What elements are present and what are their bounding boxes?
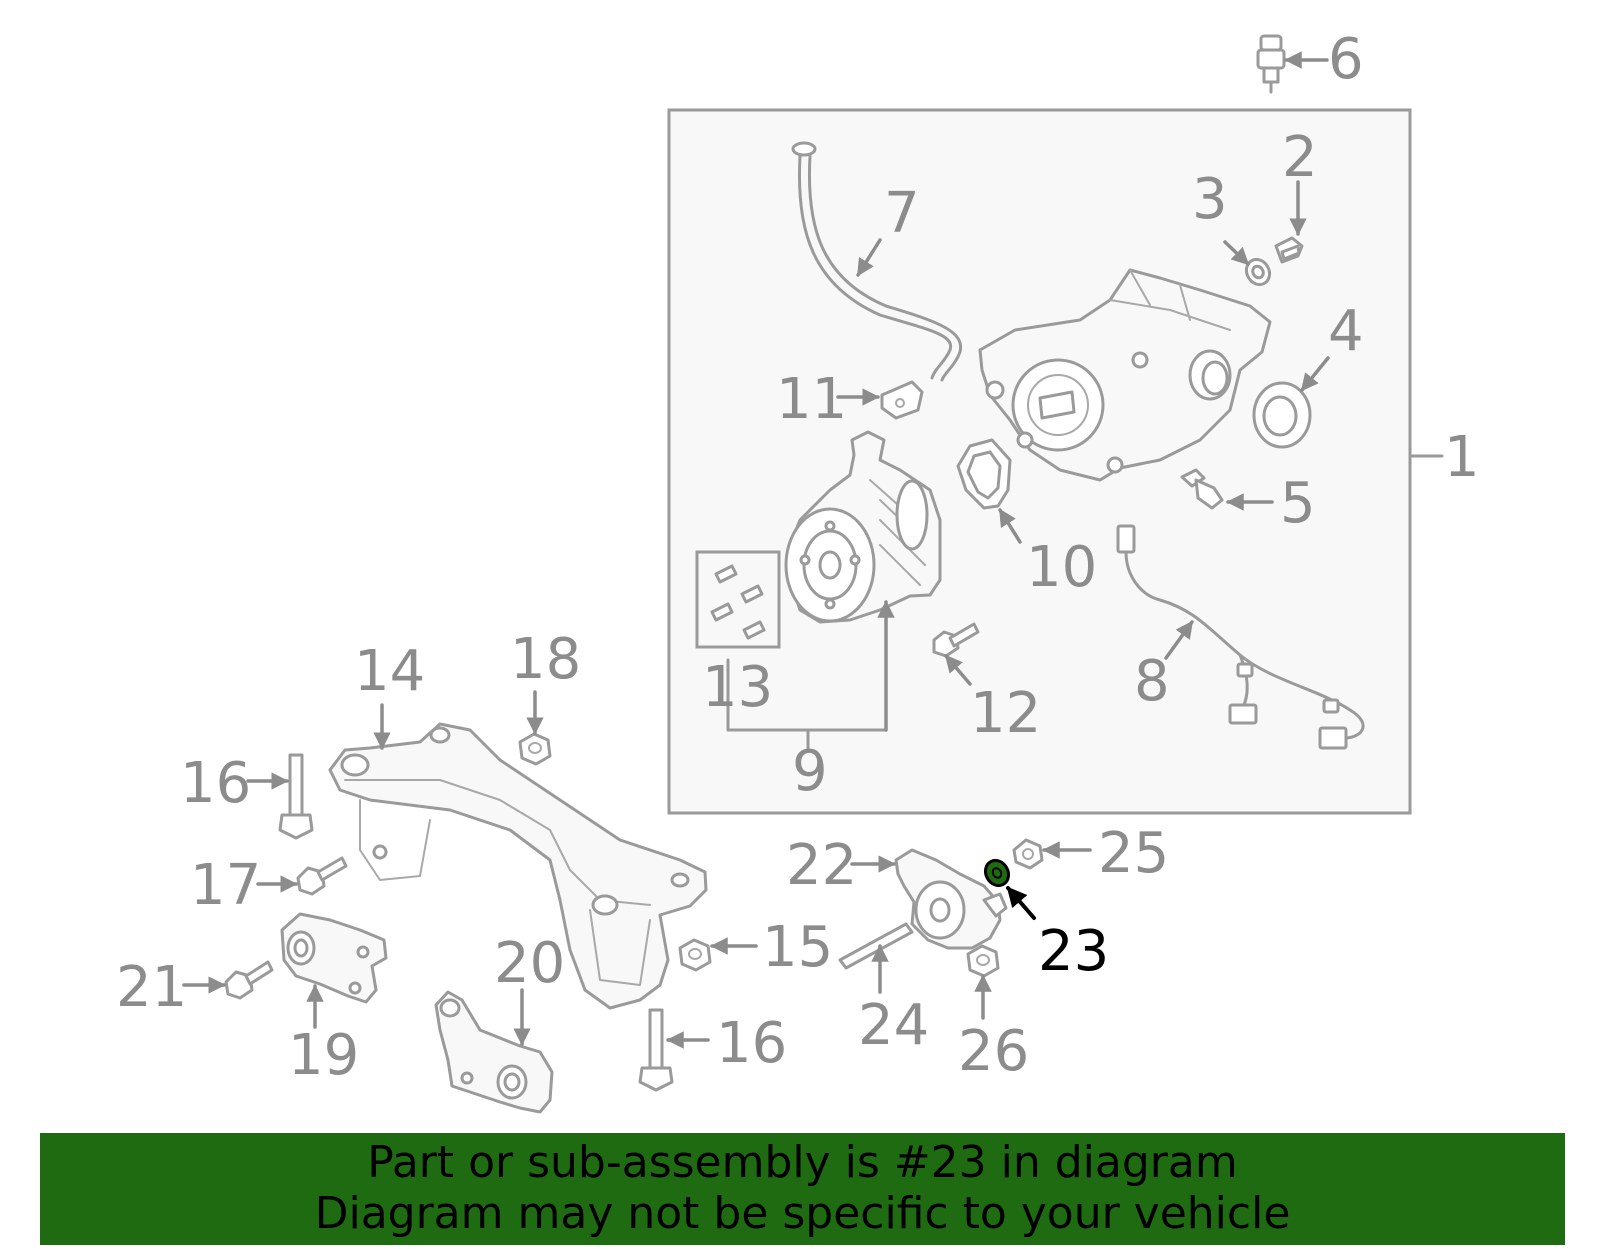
callout-1: 1 (1444, 425, 1480, 490)
callout-12: 12 (970, 681, 1041, 746)
callout-22: 22 (786, 833, 857, 898)
differential-housing (978, 268, 1272, 482)
callout-16a: 16 (180, 751, 251, 816)
leader-3 (1223, 240, 1250, 266)
part-26-nut (966, 944, 1000, 978)
part-19-bracket (280, 912, 388, 1004)
callout-9: 9 (792, 739, 828, 804)
part-7-breather-hose (791, 141, 963, 382)
callout-24: 24 (858, 993, 929, 1058)
leader-12 (944, 654, 972, 686)
part-24-pin (838, 922, 914, 970)
part-23-washer (983, 858, 1011, 888)
leader-7 (856, 238, 882, 277)
callout-15: 15 (762, 915, 833, 980)
part-12-bolt (932, 622, 980, 658)
callout-26: 26 (958, 1019, 1029, 1084)
callout-6: 6 (1328, 27, 1364, 92)
part-15-nut (678, 938, 712, 972)
part-25-nut (1012, 838, 1044, 870)
part-5-sensor (1180, 468, 1224, 510)
part-22-mount (894, 848, 1008, 950)
part-10-gasket (956, 438, 1012, 510)
callout-11: 11 (776, 367, 847, 432)
part-18-nut (518, 732, 552, 766)
info-banner: Part or sub-assembly is #23 in diagram D… (40, 1133, 1565, 1245)
callout-21: 21 (116, 955, 187, 1020)
leader-4 (1300, 356, 1330, 392)
leader-arrows (182, 51, 1444, 1049)
callout-13: 13 (702, 655, 773, 720)
callout-10: 10 (1026, 535, 1097, 600)
assembly-frame (667, 108, 1412, 815)
leader-10 (998, 508, 1022, 544)
part-9-coupling-motor (784, 430, 942, 624)
part-14-subframe (328, 722, 708, 1010)
leader-23 (1006, 886, 1036, 920)
part-21-bolt (224, 960, 274, 1000)
part-13-pins (695, 550, 781, 649)
part-16-bolt-upper (278, 753, 314, 840)
callout-19: 19 (288, 1023, 359, 1088)
callout-17: 17 (190, 853, 261, 918)
callout-20: 20 (494, 931, 565, 996)
callout-8: 8 (1134, 649, 1170, 714)
callout-25: 25 (1098, 821, 1169, 886)
leader-9 (726, 658, 888, 750)
banner-line-part-number: Part or sub-assembly is #23 in diagram (367, 1137, 1238, 1188)
callout-7: 7 (884, 181, 920, 246)
leader-8 (1164, 620, 1194, 660)
callout-labels: 6 2 3 7 4 1 11 5 10 8 13 12 9 14 18 16 1… (116, 27, 1480, 1088)
part-6-sensor (1256, 34, 1286, 94)
callout-16b: 16 (716, 1011, 787, 1076)
callout-18: 18 (510, 627, 581, 692)
part-4-seal (1252, 381, 1312, 449)
part-17-bolt (296, 856, 348, 896)
part-2-bolt (1274, 236, 1304, 264)
callout-2: 2 (1282, 125, 1318, 190)
part-16-bolt-lower (638, 1008, 674, 1092)
part-11-clip (880, 380, 924, 420)
part-3-washer (1244, 257, 1272, 287)
callout-4: 4 (1328, 299, 1364, 364)
part-8-wiring-harness (1116, 524, 1365, 750)
callout-3: 3 (1192, 167, 1228, 232)
callout-14: 14 (354, 639, 425, 704)
callout-23: 23 (1038, 919, 1109, 984)
banner-line-disclaimer: Diagram may not be specific to your vehi… (314, 1188, 1291, 1239)
callout-5: 5 (1280, 471, 1316, 536)
part-20-bracket (434, 990, 554, 1114)
